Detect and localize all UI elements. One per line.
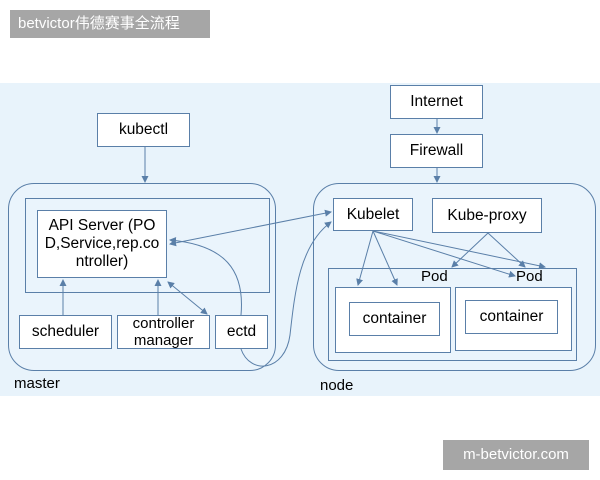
firewall-box: Firewall xyxy=(390,134,483,168)
ectd-box: ectd xyxy=(215,315,268,349)
internet-label: Internet xyxy=(410,93,463,110)
api-server-box: API Server (POD,Service,rep.controller) xyxy=(37,210,167,278)
kubelet-label: Kubelet xyxy=(346,205,400,223)
kube-proxy-label: Kube-proxy xyxy=(447,206,527,224)
scheduler-box: scheduler xyxy=(19,315,112,349)
node-label: node xyxy=(320,377,354,394)
container-right-label: container xyxy=(479,308,544,325)
page-title-badge: betvictor伟德赛事全流程 xyxy=(10,10,210,38)
kube-proxy-box: Kube-proxy xyxy=(432,198,542,233)
internet-box: Internet xyxy=(390,85,483,119)
ectd-label: ectd xyxy=(226,323,257,340)
kubectl-label: kubectl xyxy=(118,121,169,138)
container-left-box: container xyxy=(349,302,440,336)
controller-manager-box: controller manager xyxy=(117,315,210,349)
pod-left-label: Pod xyxy=(421,268,448,285)
kubectl-box: kubectl xyxy=(97,113,190,147)
firewall-label: Firewall xyxy=(409,142,464,159)
container-left-label: container xyxy=(362,310,427,327)
kubelet-box: Kubelet xyxy=(333,198,413,231)
controller-manager-label: controller manager xyxy=(132,315,195,349)
scheduler-label: scheduler xyxy=(31,323,100,340)
master-label: master xyxy=(14,375,60,392)
watermark: m-betvictor.com xyxy=(443,440,589,470)
container-right-box: container xyxy=(465,300,558,334)
api-server-label: API Server (POD,Service,rep.controller) xyxy=(44,217,160,270)
pod-right-label: Pod xyxy=(516,268,543,285)
